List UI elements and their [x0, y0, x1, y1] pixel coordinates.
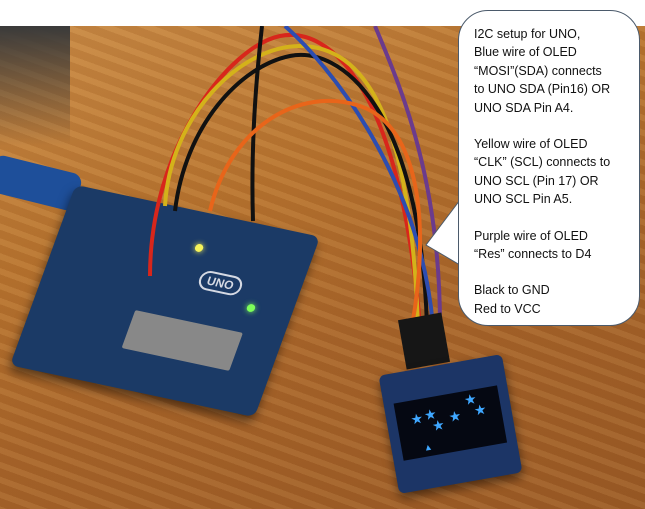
wiring-callout: I2C setup for UNO, Blue wire of OLED “MO…: [458, 10, 640, 326]
background-shadow: [0, 26, 70, 146]
callout-power-text: Black to GND Red to VCC: [474, 283, 550, 316]
callout-res-text: Purple wire of OLED “Res” connects to D4: [474, 228, 592, 262]
callout-sda-text: I2C setup for UNO, Blue wire of OLED “MO…: [474, 27, 611, 115]
jumper-wires: [148, 26, 442, 327]
callout-scl-text: Yellow wire of OLED “CLK” (SCL) connects…: [474, 137, 611, 207]
